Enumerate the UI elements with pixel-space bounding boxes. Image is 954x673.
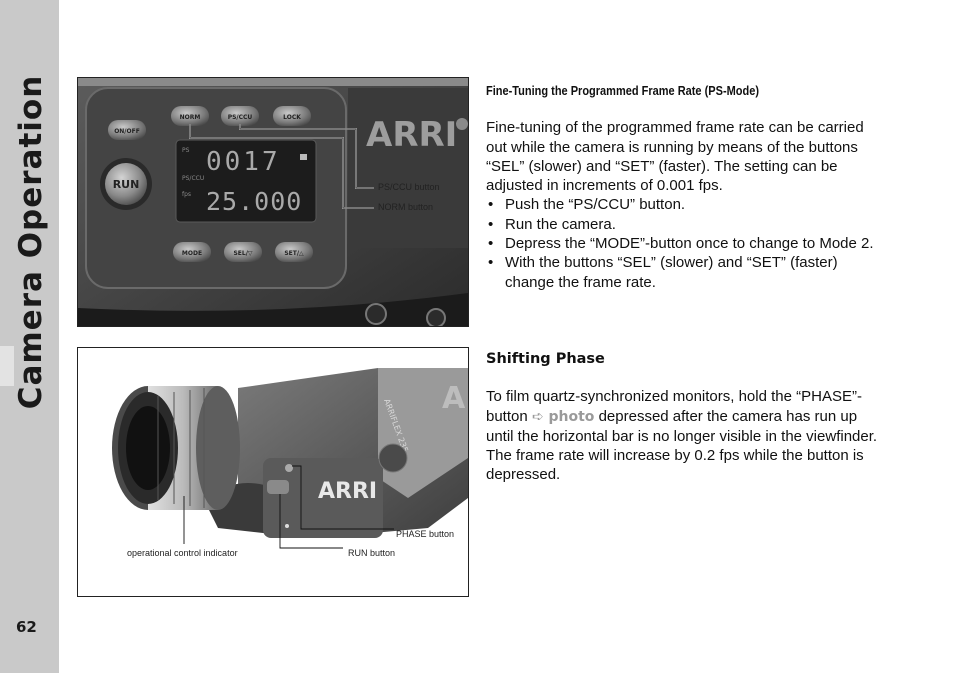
arri-logo-body: ARRI: [318, 479, 377, 504]
arri-logo: ARRI: [366, 115, 457, 155]
lcd-fps-label: fps: [182, 191, 191, 198]
run-callout: RUN button: [348, 548, 396, 558]
section1-intro: Fine-tuning of the programmed frame rate…: [486, 119, 864, 195]
run-button[interactable]: RUN: [100, 158, 152, 210]
psccu-button-label: PS/CCU: [228, 114, 253, 121]
section-title: Camera Operation: [13, 74, 49, 410]
operational-control-indicator: [285, 524, 289, 528]
mode-button[interactable]: MODE: [173, 242, 211, 262]
lcd-ps-label: PS: [182, 147, 190, 154]
norm-button-label: NORM: [180, 114, 201, 121]
section-shifting-phase: Shifting Phase To film quartz-synchroniz…: [486, 350, 878, 485]
photo-reference-link[interactable]: ➪ photo: [531, 408, 595, 425]
norm-callout: NORM button: [378, 202, 434, 212]
step-item: Push the “PS/CCU” button.: [486, 195, 878, 215]
set-button[interactable]: SET/△: [275, 242, 313, 262]
lock-button-label: LOCK: [283, 114, 301, 121]
mode-button-label: MODE: [182, 250, 202, 257]
page-number: 62: [16, 618, 37, 636]
set-button-label: SET/△: [284, 250, 304, 257]
run-button-label: RUN: [113, 178, 140, 191]
psccu-button[interactable]: PS/CCU: [221, 106, 259, 126]
indicator-callout: operational control indicator: [127, 548, 238, 558]
step-item: Depress the “MODE”-button once to change…: [486, 234, 878, 254]
sel-button[interactable]: SEL/▽: [224, 242, 262, 262]
step-item: With the buttons “SEL” (slower) and “SET…: [486, 253, 878, 292]
svg-text:A: A: [442, 381, 466, 416]
camera-side-photo: ARRI A ARRIFLEX 235 PHASE button RUN but…: [77, 347, 469, 597]
lock-button[interactable]: LOCK: [273, 106, 311, 126]
control-panel-illustration: NORM PS/CCU LOCK ON/OFF RUN MODE SEL/▽: [78, 78, 468, 326]
section1-steps: Push the “PS/CCU” button. Run the camera…: [486, 195, 878, 291]
section-fine-tuning: Fine-Tuning the Programmed Frame Rate (P…: [486, 82, 878, 292]
norm-button[interactable]: NORM: [171, 106, 209, 126]
lcd-counter: 0017: [206, 147, 281, 177]
sel-button-label: SEL/▽: [233, 250, 252, 257]
run-button-side[interactable]: [267, 480, 289, 494]
sidebar: [0, 0, 59, 673]
onoff-button-label: ON/OFF: [114, 128, 140, 135]
sidebar-tab-marker: [0, 346, 14, 386]
section2-body-end: depressed after the camera has run up un…: [486, 407, 878, 484]
arri-logo-mark: [456, 118, 468, 130]
onoff-button[interactable]: ON/OFF: [108, 120, 146, 140]
phase-button[interactable]: [285, 464, 293, 472]
section2-body-start: To film quartz-synchronized monitors, ho…: [486, 388, 862, 425]
psccu-callout: PS/CCU button: [378, 182, 440, 192]
camera-side-illustration: ARRI A ARRIFLEX 235: [78, 348, 468, 596]
phase-callout: PHASE button: [396, 529, 455, 539]
lcd-psccu-label: PS/CCU: [182, 175, 204, 182]
section2-heading: Shifting Phase: [486, 351, 605, 367]
control-panel-photo: NORM PS/CCU LOCK ON/OFF RUN MODE SEL/▽: [77, 77, 469, 327]
section1-heading: Fine-Tuning the Programmed Frame Rate (P…: [486, 84, 759, 98]
lcd-frame-rate: 25.000: [206, 187, 302, 216]
section2-body: To film quartz-synchronized monitors, ho…: [486, 387, 878, 484]
step-item: Run the camera.: [486, 215, 878, 235]
